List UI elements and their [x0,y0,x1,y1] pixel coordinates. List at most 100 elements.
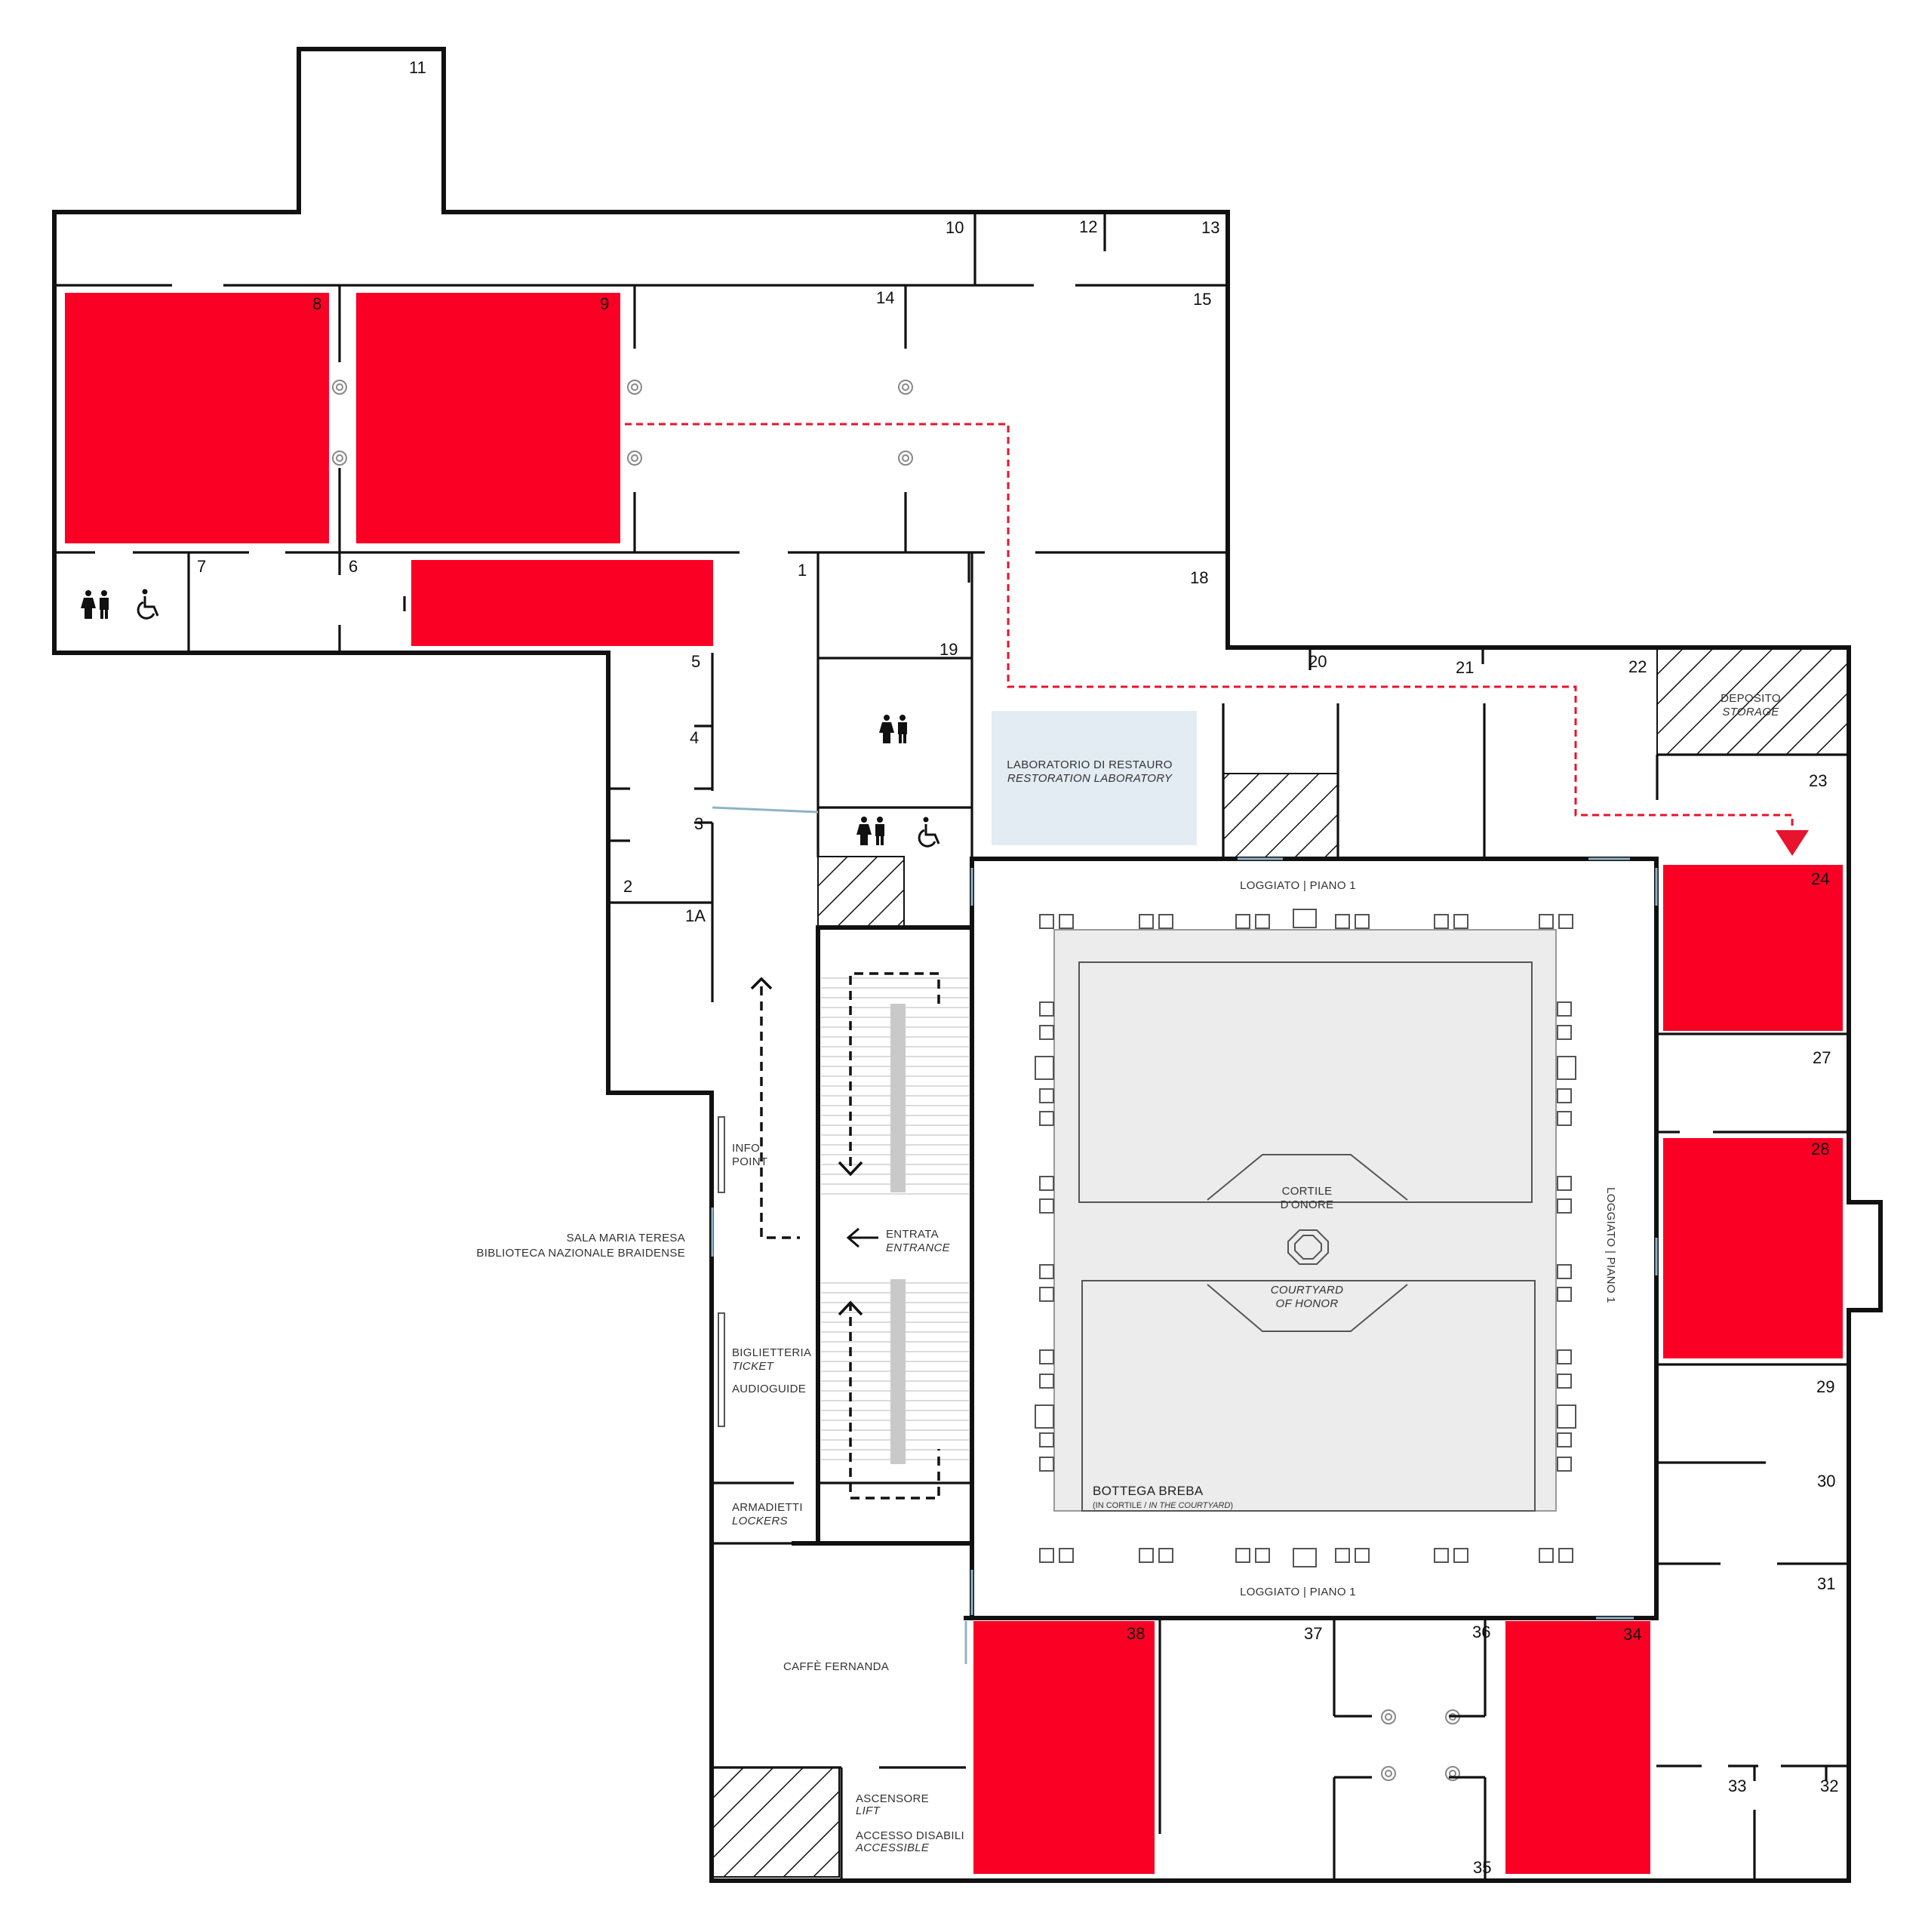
lift-label-en: LIFT [856,1804,881,1817]
room-8-highlight[interactable] [65,293,329,543]
room-number-15[interactable]: 15 [1193,290,1211,309]
visitor-route [625,423,1809,856]
room-9-highlight[interactable] [356,293,620,543]
fountain [1287,1229,1329,1265]
restroom-icon [856,817,884,845]
room-number-38[interactable]: 38 [1127,1624,1145,1643]
lab-label-en: RESTORATION LABORATORY [1007,772,1173,785]
room-number-1a[interactable]: 1A [685,906,706,925]
room-number-27[interactable]: 27 [1813,1048,1831,1067]
room-number-34[interactable]: 34 [1623,1625,1641,1644]
room-number-6[interactable]: 6 [349,557,358,576]
room-number-10[interactable]: 10 [946,218,964,237]
storage-hatch [1656,648,1848,755]
lift-label: ASCENSORE [856,1792,929,1805]
room-number-37[interactable]: 37 [1304,1624,1322,1643]
room-number-14[interactable]: 14 [876,288,894,307]
arrow-up-icon [750,977,773,990]
room-number-13[interactable]: 13 [1201,218,1219,237]
room-6-highlight[interactable] [411,560,713,646]
cortile-label-2: D'ONORE [1281,1198,1334,1211]
room-number-21[interactable]: 21 [1456,658,1474,677]
room-number-9[interactable]: 9 [600,294,609,313]
cafe-label: CAFFÈ FERNANDA [783,1660,889,1673]
sala-label: SALA MARIA TERESA [567,1232,685,1244]
route-arrow-icon [1776,830,1809,856]
loggiato-right-label: LOGGIATO | PIANO 1 [1604,1187,1617,1303]
hatch-lift [712,1767,840,1878]
room-number-22[interactable]: 22 [1628,657,1647,676]
room-number-33[interactable]: 33 [1728,1777,1746,1795]
room-number-18[interactable]: 18 [1190,568,1208,587]
room-number-5[interactable]: 5 [691,652,700,671]
entrance-label: ENTRATA [886,1228,939,1241]
room-number-31[interactable]: 31 [1817,1574,1835,1593]
sala-label-2: BIBLIOTECA NAZIONALE BRAIDENSE [476,1247,685,1260]
area-labels: DEPOSITO STORAGE LABORATORIO DI RESTAURO… [476,692,1780,1854]
room-number-2[interactable]: 2 [623,877,632,896]
room-numbers: 11 10 12 13 8 9 14 15 7 6 1 18 19 5 20 2… [197,58,1838,1877]
hatch-20 [1222,773,1339,859]
bottega-label: BOTTEGA BREBA [1093,1484,1204,1498]
room-28-highlight[interactable] [1663,1138,1843,1358]
accessible-label: ACCESSO DISABILI [856,1829,964,1842]
room-number-30[interactable]: 30 [1817,1472,1835,1491]
courtyard [1035,909,1576,1567]
info-point-label-2: POINT [732,1155,767,1168]
ticket-label-en: TICKET [732,1360,775,1373]
highlighted-rooms [65,293,1843,1874]
interior-walls [54,212,1849,1881]
loggiato-top-label: LOGGIATO | PIANO 1 [1240,879,1356,892]
courtyard-garden [1053,929,1557,1512]
loggiato-bottom-label: LOGGIATO | PIANO 1 [1240,1586,1356,1598]
room-number-7[interactable]: 7 [197,557,206,576]
staircase [821,977,969,1464]
room-34-highlight[interactable] [1505,1621,1650,1874]
walking-paths [760,972,940,1500]
room-number-12[interactable]: 12 [1079,217,1097,236]
lab-label: LABORATORIO DI RESTAURO [1007,758,1172,771]
arrow-up-icon [838,1300,863,1316]
storage-label-en: STORAGE [1722,706,1779,718]
room-number-1[interactable]: 1 [798,561,807,580]
room-number-20[interactable]: 20 [1308,652,1327,671]
bottega-sublabel: (IN CORTILE / IN THE COURTYARD) [1093,1501,1233,1510]
restoration-lab-area [992,711,1197,845]
room-number-23[interactable]: 23 [1809,771,1827,790]
arrow-down-icon [838,1161,863,1177]
room-number-19[interactable]: 19 [939,640,958,659]
room-number-11[interactable]: 11 [409,58,426,77]
room-24-highlight[interactable] [1663,865,1843,1031]
courtyard-label-2: OF HONOR [1276,1297,1339,1310]
accessible-label-en: ACCESSIBLE [855,1841,930,1854]
glass-doors [711,806,1658,1664]
room-number-28[interactable]: 28 [1811,1140,1829,1158]
audioguide-label: AUDIOGUIDE [732,1383,806,1395]
info-point-label: INFO [732,1142,760,1155]
room-number-29[interactable]: 29 [1816,1377,1834,1396]
wheelchair-icon [137,589,159,620]
ticket-label: BIGLIETTERIA [732,1346,811,1359]
arrow-left-icon [846,1227,878,1248]
room-number-8[interactable]: 8 [312,294,321,313]
courtyard-label: COURTYARD [1271,1284,1344,1297]
storage-label: DEPOSITO [1721,692,1781,705]
cortile-label: CORTILE [1282,1185,1333,1198]
restroom-icon [81,590,109,619]
room-number-24[interactable]: 24 [1811,869,1829,888]
restroom-icon [879,715,907,743]
room-number-35[interactable]: 35 [1473,1858,1491,1877]
entrance-label-en: ENTRANCE [886,1241,951,1254]
wheelchair-icon [918,817,940,848]
ticket-desk [718,1312,725,1427]
room-38-highlight[interactable] [973,1621,1155,1874]
hatched-areas [712,648,1848,1878]
room-number-36[interactable]: 36 [1472,1623,1490,1641]
room-number-32[interactable]: 32 [1820,1777,1838,1795]
lockers-label: ARMADIETTI [732,1501,803,1514]
room-number-3[interactable]: 3 [694,814,703,833]
hatch-stairwell [817,856,905,928]
room-number-4[interactable]: 4 [690,728,699,747]
info-desk [718,1116,725,1193]
